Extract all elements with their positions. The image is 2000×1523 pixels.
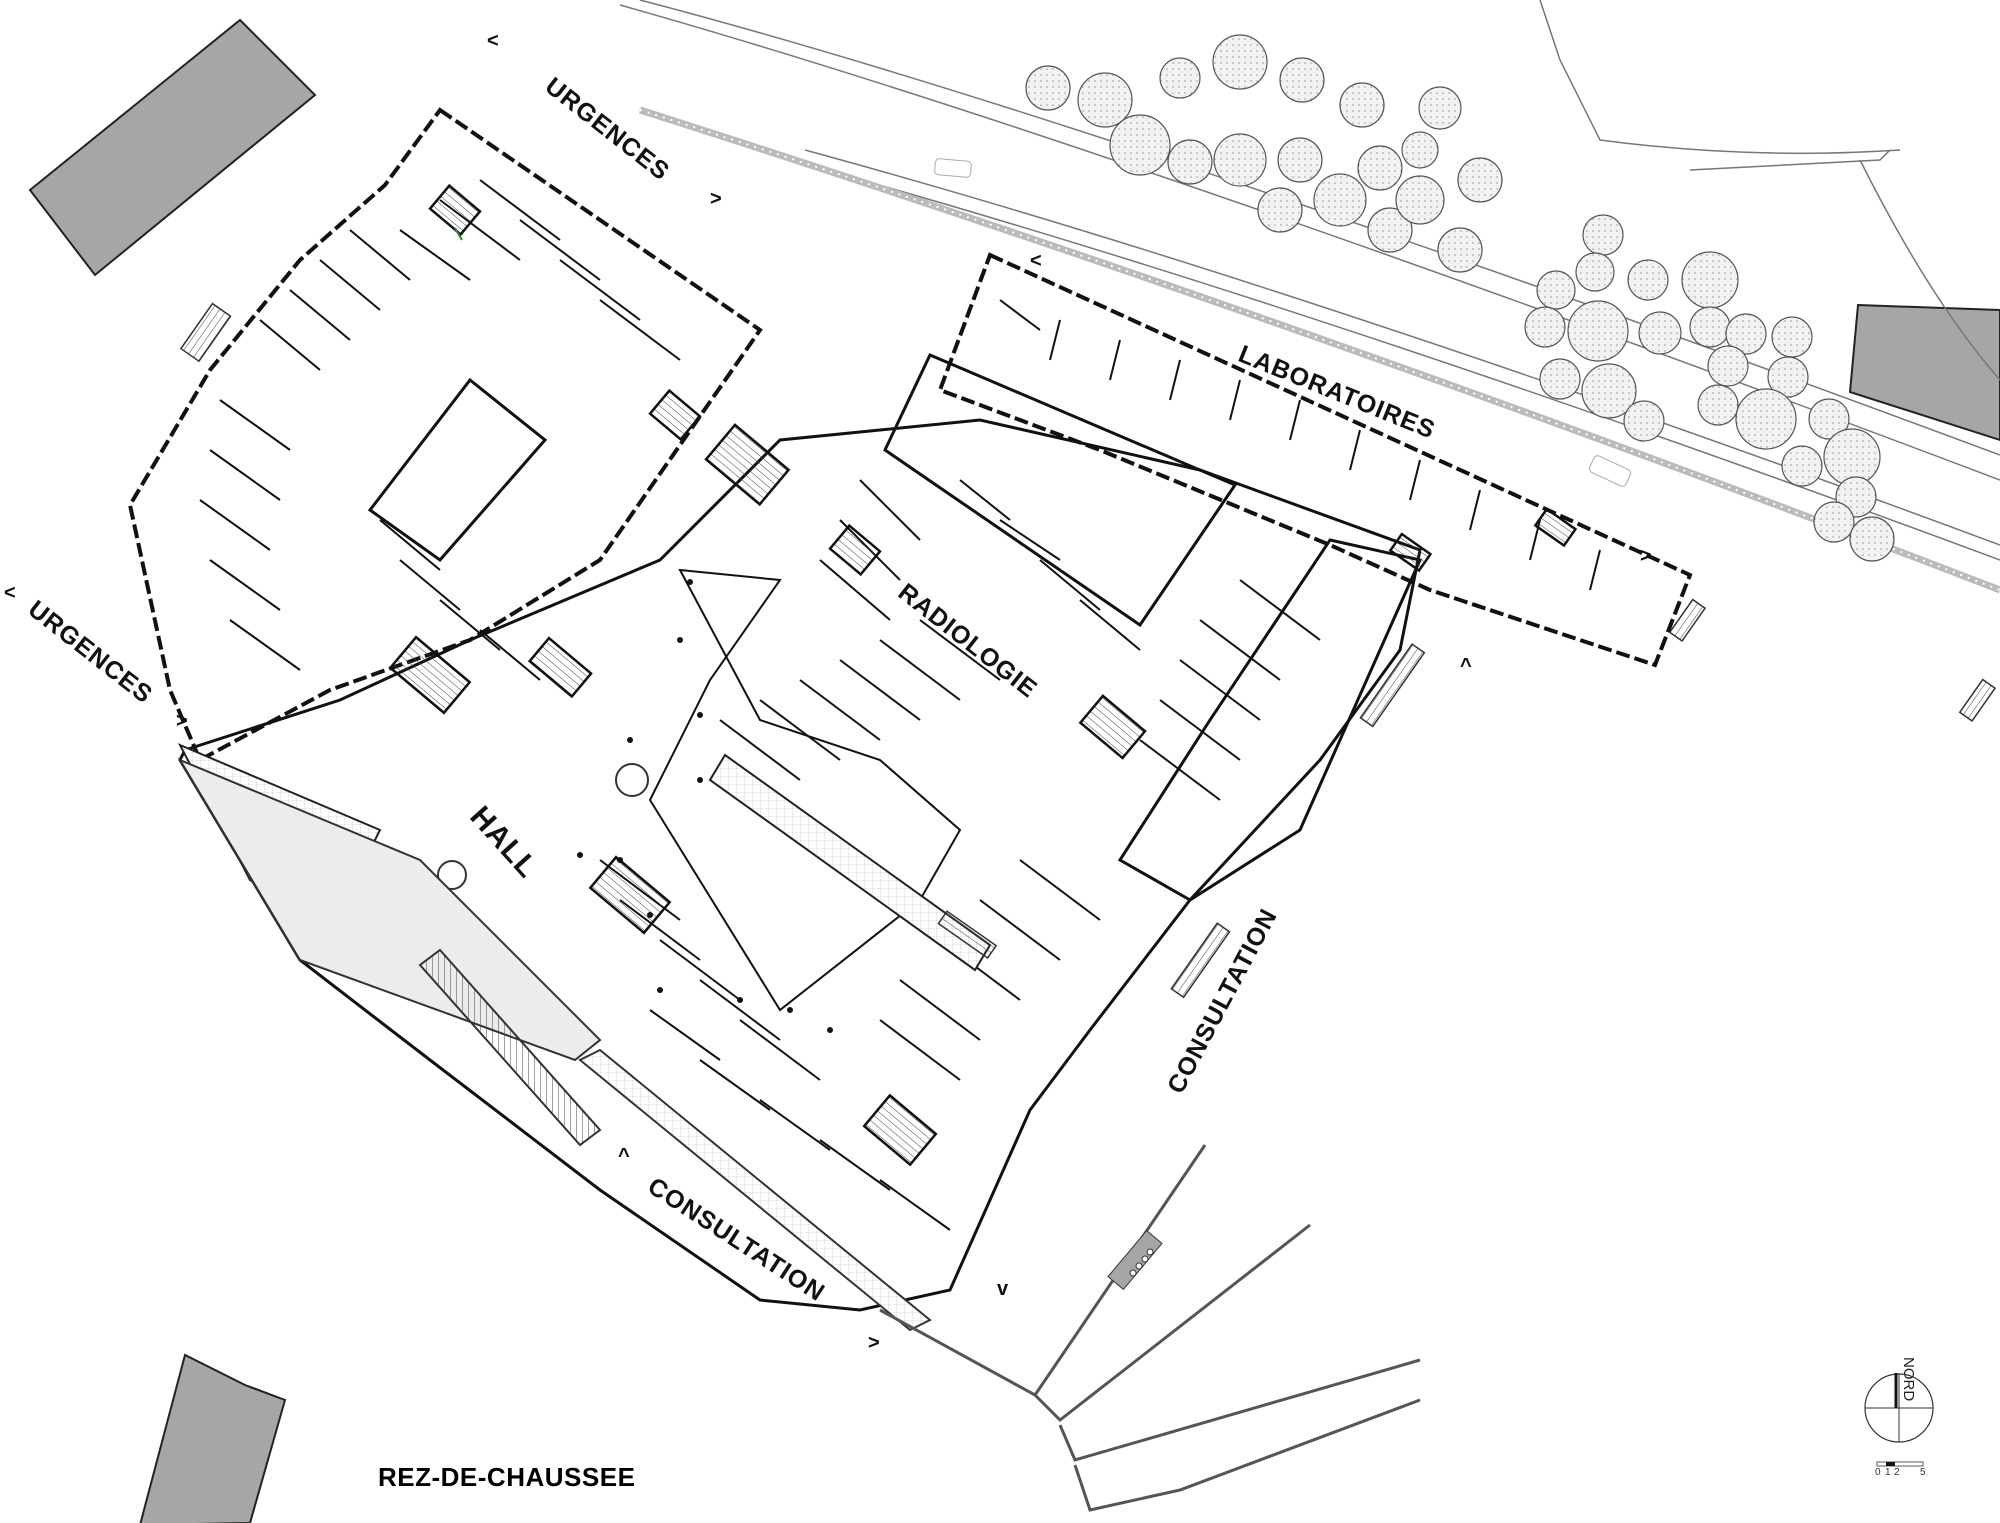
entrance-arrow: > (710, 188, 722, 210)
neighbour-building-sw (139, 1353, 287, 1523)
scale-tick: 1 (1885, 1467, 1891, 1478)
entrance-canopy (177, 757, 932, 1332)
tree-cluster-east (1524, 214, 1895, 562)
bike-rack (1107, 1229, 1163, 1291)
entrance-arrow: < (487, 30, 499, 52)
car-icon (934, 158, 972, 178)
entrance-arrow: < (1030, 250, 1042, 272)
building-footprint (127, 107, 1693, 1312)
entrance-arrow: > (176, 710, 188, 732)
exterior-ramps (879, 1144, 1421, 1512)
scale-tick: 0 (1875, 1467, 1881, 1478)
entry-stairs (179, 302, 1997, 999)
scale-tick: 2 (1894, 1467, 1900, 1478)
hall-columns (577, 579, 833, 1033)
scale-tick: 5 (1920, 1467, 1926, 1478)
north-arrow-icon (1864, 1373, 1934, 1443)
entrance-arrow: v (997, 1278, 1009, 1300)
entrance-arrow: > (1640, 545, 1652, 567)
neighbour-building-ne (1848, 303, 2000, 442)
stair-cores (388, 183, 1578, 1167)
entrance-arrow: < (4, 582, 16, 604)
north-label: NORD (1900, 1357, 1917, 1402)
accent-mark (454, 227, 463, 241)
entrance-arrow: > (868, 1332, 880, 1354)
car-icon (1588, 455, 1632, 487)
road-strip (638, 106, 2000, 594)
scale-bar (1876, 1461, 1924, 1467)
tree-cluster-north (1025, 34, 1503, 273)
interior-walls (199, 179, 1601, 1231)
neighbour-building-nw (28, 18, 317, 277)
entrance-arrow: ^ (618, 1145, 630, 1167)
plan-title: REZ-DE-CHAUSSEE (378, 1462, 636, 1492)
entrance-arrow: ^ (1460, 655, 1472, 677)
